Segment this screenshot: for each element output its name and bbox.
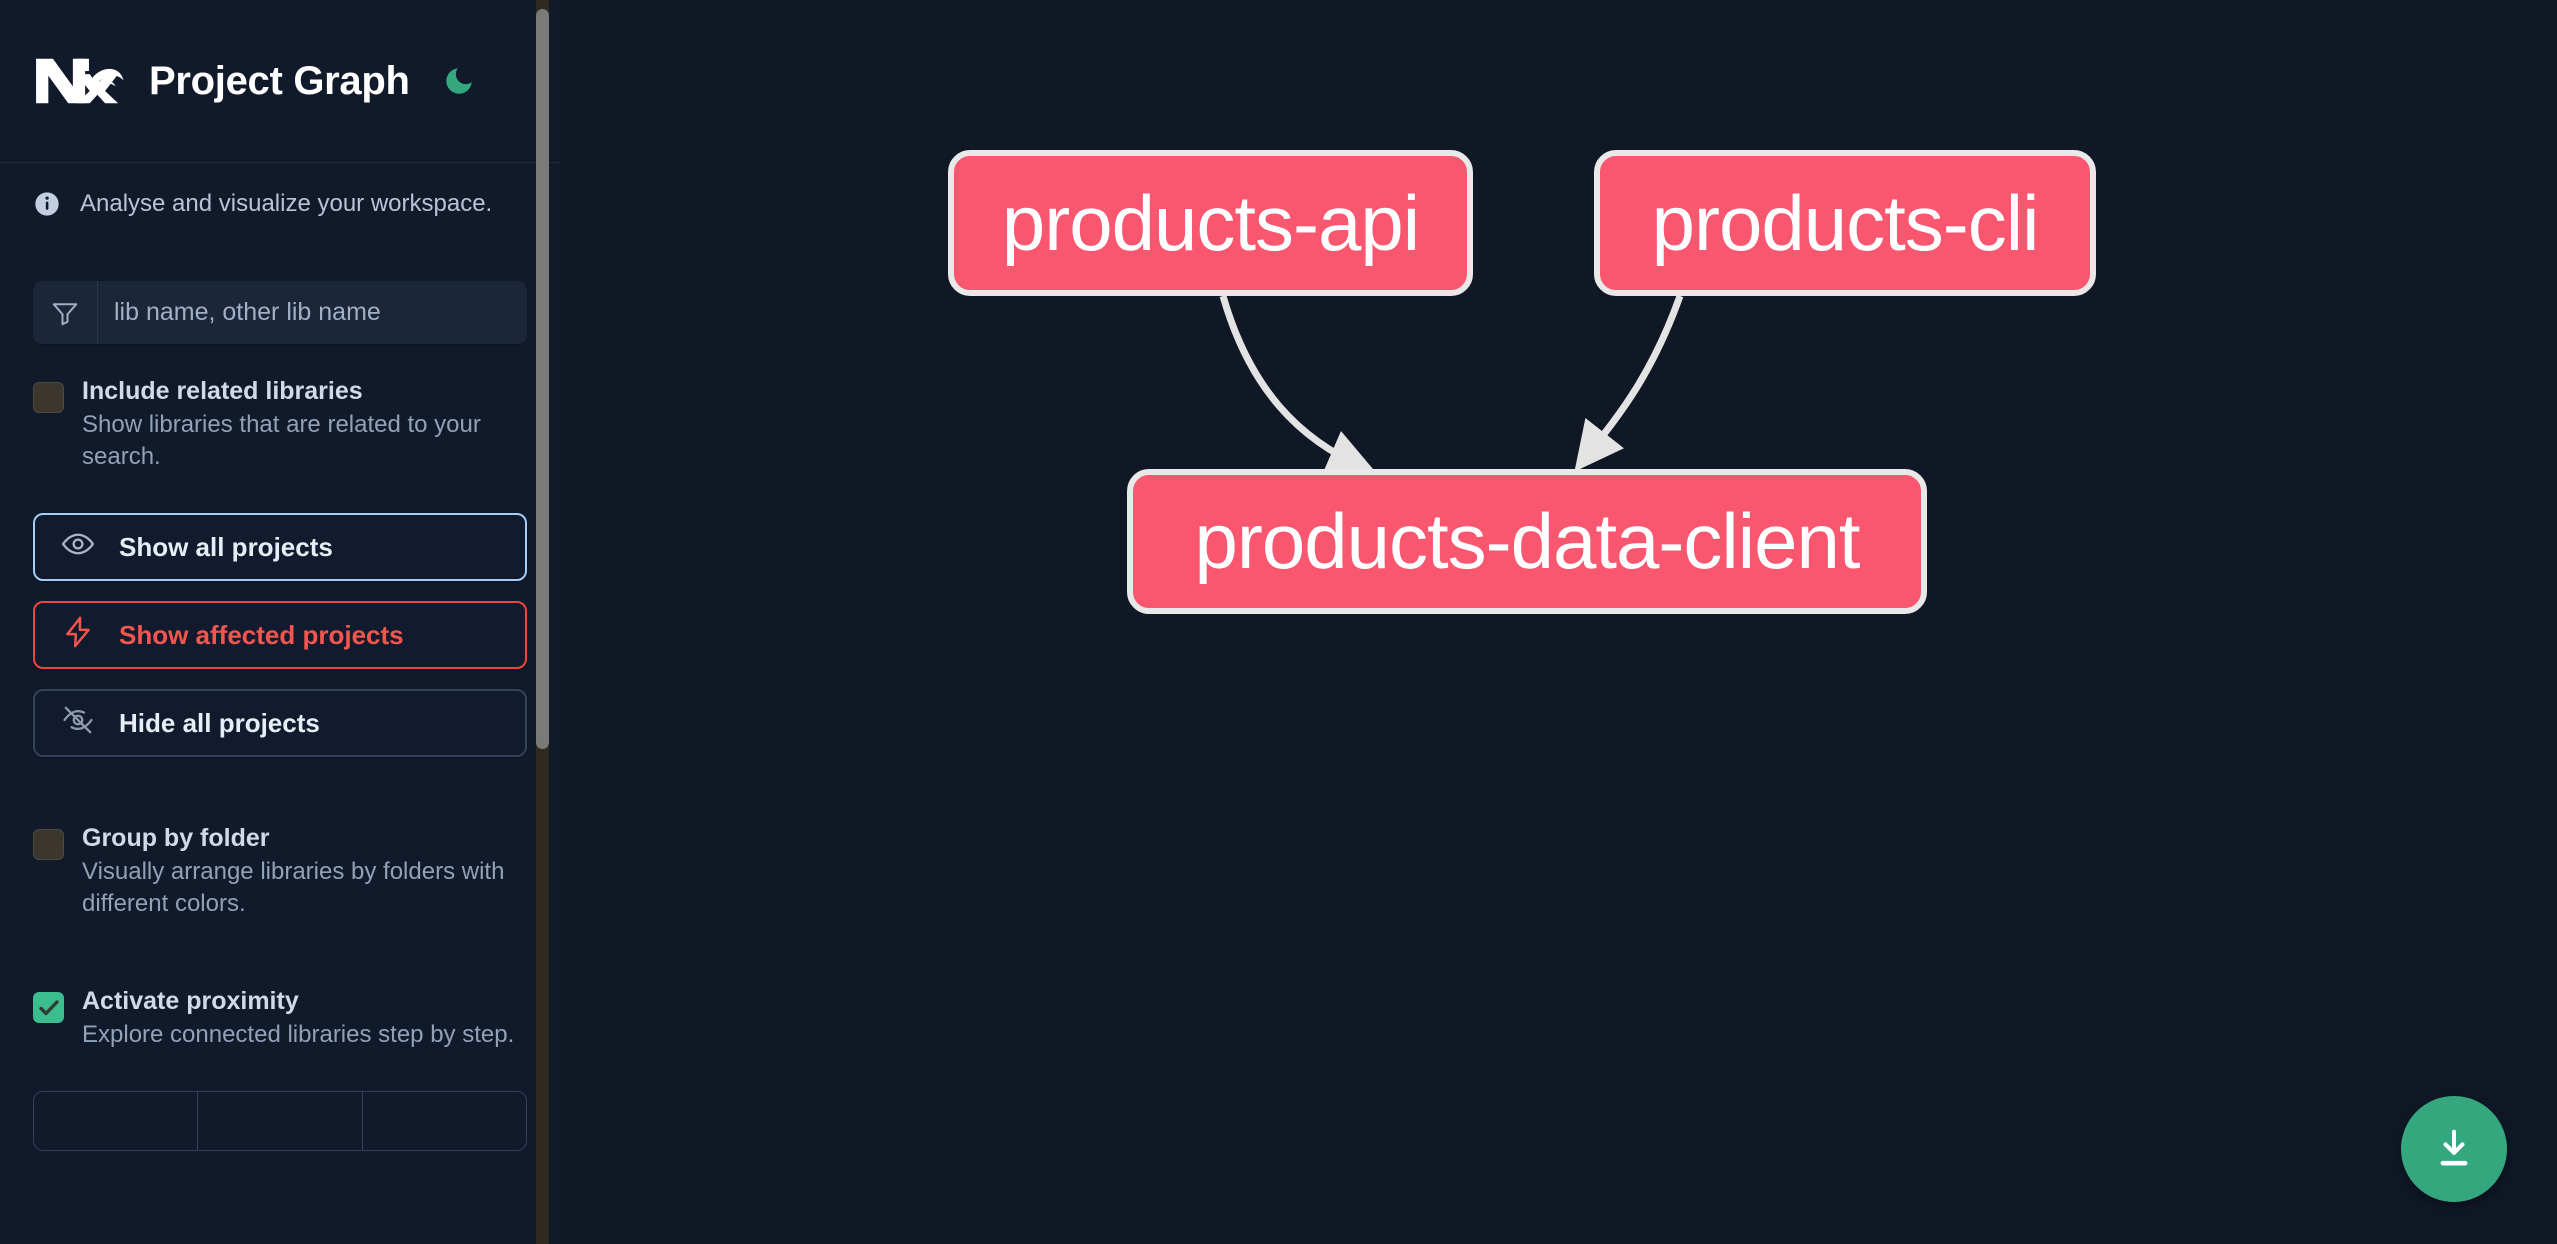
sidebar-scrollbar[interactable] [536,0,549,1244]
graph-node-label: products-data-client [1194,497,1860,585]
sidebar-tagline-text: Analyse and visualize your workspace. [80,190,493,217]
lightning-icon [61,615,95,656]
graph-node-products-cli[interactable]: products-cli [1594,150,2096,296]
graph-node-products-data-client[interactable]: products-data-client [1127,469,1927,614]
segmented-option-1[interactable] [34,1092,199,1151]
checkbox-label: Include related libraries [82,377,363,405]
sidebar-scrollbar-thumb[interactable] [536,9,549,749]
show-affected-projects-button[interactable]: Show affected projects [33,601,527,670]
segmented-control[interactable] [33,1091,527,1152]
graph-canvas[interactable]: products-api products-cli products-data-… [560,0,2557,1244]
checkbox-description: Visually arrange libraries by folders wi… [82,858,505,918]
filter-funnel-icon [33,281,98,344]
download-icon [2440,1129,2468,1166]
sidebar-scroll-area: Project Graph Analyse and visualize yo [0,0,560,1244]
eye-icon [61,527,95,568]
graph-options: Group by folder Visually arrange librari… [33,791,527,1051]
graph-node-products-api[interactable]: products-api [948,150,1473,296]
edge-products-api-to-products-data-client [1219,295,1377,476]
graph-node-label: products-api [1001,178,1420,267]
show-all-projects-button[interactable]: Show all projects [33,513,527,582]
search-input[interactable] [98,281,527,344]
checkbox-label: Activate proximity [82,987,299,1016]
download-graph-button[interactable] [2401,1096,2507,1202]
page-title: Project Graph [149,58,410,103]
checkbox-include-related-libraries[interactable]: Include related libraries Show libraries… [33,376,527,473]
sidebar-header: Project Graph [0,0,560,163]
segmented-option-3[interactable] [363,1092,526,1150]
project-visibility-buttons: Show all projects Show affected projects [33,513,527,758]
checkbox-box[interactable] [33,829,64,861]
filter-row[interactable] [33,281,527,344]
show-all-projects-label: Show all projects [119,531,333,562]
sidebar: Project Graph Analyse and visualize yo [0,0,560,1244]
hide-all-projects-label: Hide all projects [119,707,320,738]
check-icon [38,999,59,1015]
edge-products-cli-to-products-data-client [1574,294,1684,472]
segmented-option-2[interactable] [198,1092,363,1151]
sidebar-tagline: Analyse and visualize your workspace. [0,163,560,245]
show-affected-projects-label: Show affected projects [119,619,404,650]
moon-icon[interactable] [442,64,476,98]
checkbox-group-by-folder[interactable]: Group by folder Visually arrange librari… [33,823,527,920]
checkbox-description: Explore connected libraries step by step… [82,1021,515,1049]
checkbox-label: Group by folder [82,824,270,853]
nx-logo [33,54,125,108]
hide-all-projects-button[interactable]: Hide all projects [33,689,527,758]
checkbox-box[interactable] [33,382,64,413]
checkbox-description: Show libraries that are related to your … [82,411,481,471]
eye-off-icon [61,703,95,744]
checkbox-box[interactable] [33,992,64,1024]
graph-edges [1219,294,1684,476]
checkbox-activate-proximity[interactable]: Activate proximity Explore connected lib… [33,986,527,1051]
sidebar-body: Include related libraries Show libraries… [0,245,560,1152]
info-icon [33,190,61,218]
graph-node-label: products-cli [1651,178,2040,267]
